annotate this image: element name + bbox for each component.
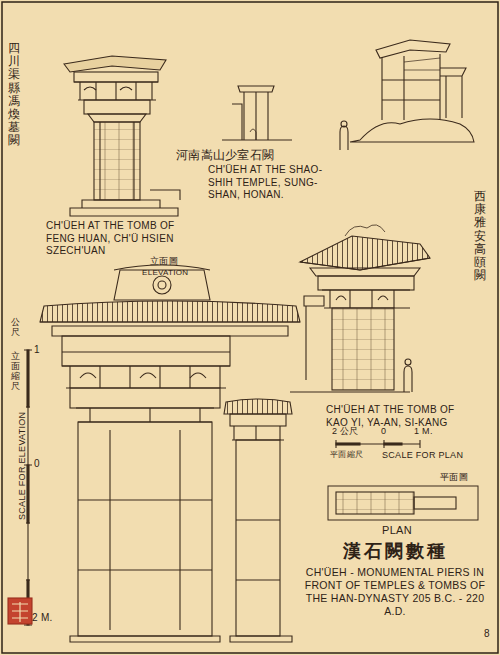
label: 四川渠縣馮煥墓闕	[8, 42, 20, 148]
label: 0	[381, 426, 386, 437]
label: PLAN	[382, 524, 412, 538]
label: CH'ÜEH AT THE SHAO-SHIH TEMPLE, SUNG-SHA…	[208, 164, 328, 202]
label: 西康雅安高頤闕	[474, 190, 486, 282]
label: 立面圖	[150, 256, 178, 267]
label: SCALE FOR PLAN	[382, 450, 463, 461]
label: 1 M.	[414, 426, 433, 437]
label: 立面縮尺	[11, 352, 20, 392]
seal-stamp	[8, 598, 32, 624]
label: 8	[484, 628, 490, 641]
label: SCALE FOR ELEVATION	[17, 412, 28, 520]
plan-scale	[336, 440, 420, 448]
label: 2 公尺	[332, 426, 359, 437]
kao-yi-que	[290, 225, 430, 392]
seal-mark	[12, 602, 28, 622]
feng-huan-que	[64, 56, 180, 216]
shao-shih-que	[222, 86, 292, 140]
label: 公尺	[11, 318, 20, 338]
caption: CH'ÜEH - MONUMENTAL PIERS IN FRONT OF TE…	[300, 566, 490, 619]
label: 平面縮尺	[330, 450, 363, 460]
ruined-que	[340, 40, 474, 150]
label: ELEVATION	[142, 268, 188, 278]
label: 平面圖	[440, 472, 468, 483]
label: 河南嵩山少室石闕	[176, 148, 274, 163]
title: 漢石闕數種	[300, 540, 490, 563]
label: 1	[34, 344, 40, 357]
plan-drawing	[328, 486, 478, 520]
label: 0	[34, 458, 40, 471]
label: 2 M.	[32, 612, 53, 625]
elevation-drawing	[40, 265, 300, 642]
label: CH'ÜEH AT THE TOMB OF KAO YI, YA-AN, SI-…	[326, 404, 476, 429]
label: CH'ÜEH AT THE TOMB OF FENG HUAN, CH'Ü HS…	[46, 220, 196, 258]
